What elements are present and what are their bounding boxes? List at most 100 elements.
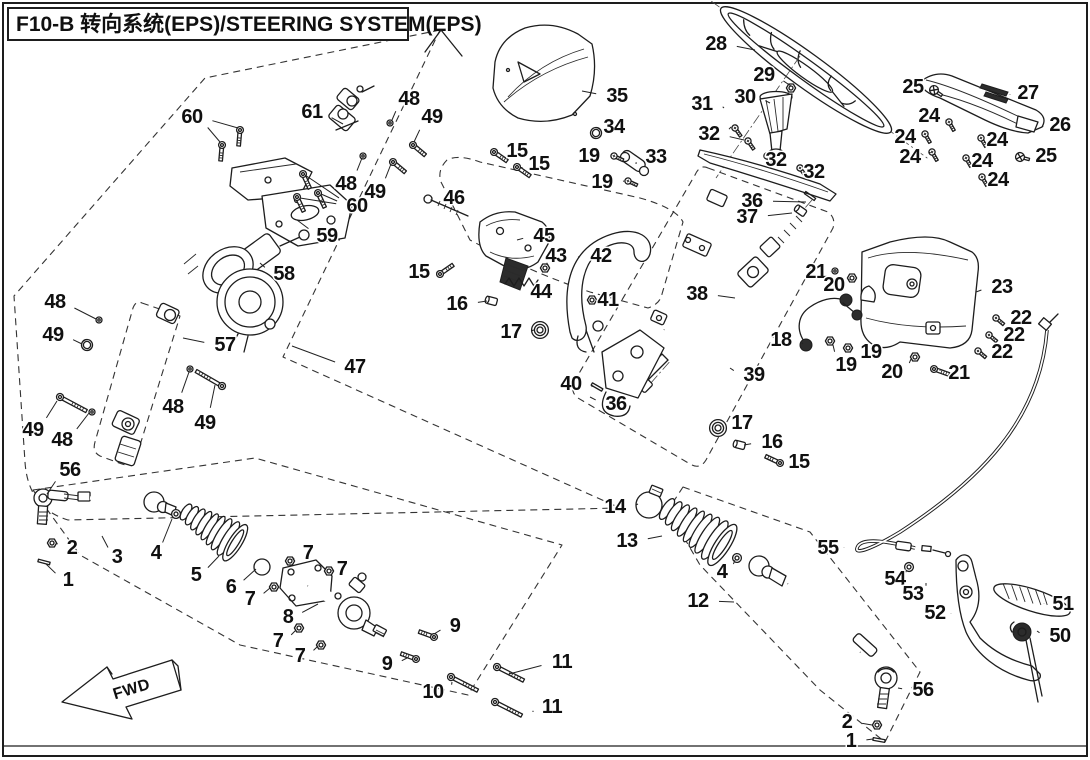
leader-line-58 [259,262,266,268]
part-callout-53: 53 [902,583,924,605]
fastener-longbolt-icon [491,661,526,685]
throttle-cable-55 [855,313,1059,558]
part-callout-21: 21 [948,362,970,384]
part-callout-29: 29 [753,64,775,86]
leader-line-48 [181,371,190,393]
fastener-bolt-icon [763,452,786,469]
leader-line-20 [908,358,912,364]
leader-line-49 [209,384,216,408]
fastener-screw-icon [927,147,941,163]
fastener-screw-icon [920,129,934,145]
leader-line-9 [401,657,408,662]
bellows-5 [179,503,249,562]
part-callout-36: 36 [605,393,627,415]
part-callout-32: 32 [698,123,720,145]
hook-42 [566,230,652,341]
fastener-nut-icon [846,273,858,283]
fastener-layer [37,83,1032,743]
fastener-bolt-icon [417,627,440,643]
part-callout-7: 7 [273,630,284,652]
tie-rod-right [635,484,898,710]
part-callout-37: 37 [736,206,758,228]
link-33 [619,149,650,177]
part-callout-38: 38 [686,283,708,305]
inner-ball-joint-left [143,491,177,517]
support-bracket-18 [798,293,863,352]
leader-line-1 [866,738,874,741]
eps-motor-58 [183,229,310,353]
part-callout-56: 56 [912,679,934,701]
part-callout-16: 16 [761,431,783,453]
part-callout-44: 44 [530,281,553,303]
part-callout-48: 48 [398,88,420,110]
part-callout-20: 20 [881,361,903,383]
leader-line-30 [765,100,771,104]
title-block: F10-B 转向系统(EPS)/STEERING SYSTEM(EPS) [7,7,482,57]
leader-line-60 [320,193,338,202]
fastener-ball-icon [359,152,367,160]
fastener-ball-icon [386,119,394,127]
part-callout-18: 18 [770,329,792,351]
part-callout-42: 42 [590,245,612,267]
fastener-screw-icon [743,136,757,152]
steering-wheel [696,0,928,179]
part-callout-12: 12 [687,590,709,612]
part-callout-7: 7 [337,558,348,580]
part-callout-48: 48 [51,429,73,451]
part-callout-3: 3 [112,546,123,568]
part-callout-60: 60 [346,195,368,217]
part-callout-2: 2 [67,537,78,559]
leader-line-48 [356,157,363,171]
fastener-screw-icon [730,123,744,139]
fastener-ring-icon [78,336,96,354]
fwd-arrow: FWD [61,659,182,720]
leader-line-5 [207,555,220,568]
part-callout-19: 19 [578,145,600,167]
part-callout-56: 56 [59,459,81,481]
region-tie-rod-left [32,457,563,696]
part-callout-28: 28 [705,33,727,55]
part-callout-16: 16 [446,293,468,315]
leader-line-19 [832,344,836,352]
fastener-bolt-icon [216,140,227,162]
fastener-screw-icon [944,117,958,133]
pedal-pad-51 [993,583,1071,617]
part-callout-24: 24 [987,169,1010,191]
fastener-ball-icon [95,316,103,324]
part-callout-54: 54 [884,568,907,590]
part-callout-24: 24 [971,150,994,172]
leader-line-13 [647,535,663,540]
part-callout-30: 30 [734,86,756,108]
part-callout-49: 49 [421,106,443,128]
part-callout-17: 17 [731,412,753,434]
leader-line-37 [767,212,793,217]
part-callout-15: 15 [528,153,550,175]
part-callout-22: 22 [991,341,1013,363]
fastener-screw-icon [623,176,640,189]
bellows-13 [658,497,738,567]
part-callout-4: 4 [717,561,729,583]
tie-rod-end-56-left [33,488,69,525]
bolt-46 [423,194,469,217]
part-callout-50: 50 [1049,625,1071,647]
fastener-nut-icon [842,343,854,353]
leader-line-61 [331,117,344,125]
leader-line-9 [433,629,441,635]
part-callout-49: 49 [194,412,216,434]
leader-line-60 [304,174,340,199]
leader-line-45 [516,237,524,241]
leader-line-29 [783,80,792,87]
fastener-bushing-icon [530,320,550,340]
fastener-nut-icon [909,352,921,362]
inner-ball-joint-right [748,555,787,587]
part-callout-1: 1 [846,730,857,752]
leader-line-36 [772,200,807,203]
fastener-nut-icon [284,556,296,566]
part-callout-19: 19 [591,171,613,193]
part-callout-58: 58 [273,263,295,285]
part-callout-60: 60 [181,106,203,128]
fastener-pin-icon [872,737,886,743]
part-callout-48: 48 [44,291,66,313]
fastener-pin-icon [37,558,51,566]
